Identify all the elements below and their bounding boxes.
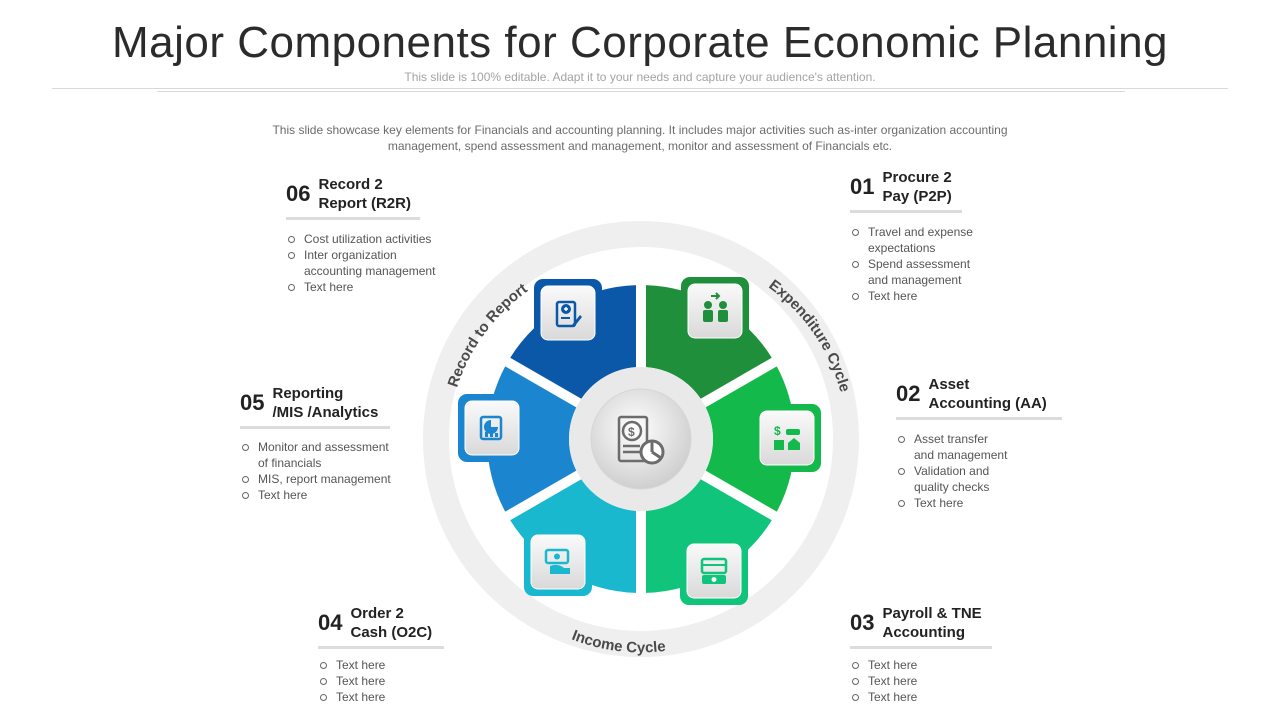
bullet-item: Text here — [850, 689, 992, 705]
component-title: Order 2 Cash (O2C) — [350, 605, 433, 641]
title-underline — [850, 210, 962, 213]
bullet-item: Text here — [850, 657, 992, 673]
segment-asset-accounting — [705, 366, 795, 512]
component-number: 04 — [318, 610, 343, 635]
dollar-document-pie-icon: $ — [617, 415, 665, 465]
component-bullets: Cost utilization activities Inter organi… — [286, 231, 435, 295]
money-car-house-icon: $ — [774, 424, 800, 450]
title-underline — [318, 646, 444, 649]
icon-tile-asset: $ — [753, 404, 821, 472]
description-line: This slide showcase key elements for Fin… — [272, 123, 1008, 137]
calendar-cash-icon — [700, 557, 728, 584]
bullet-item: Text here — [318, 689, 444, 705]
component-bullets: Text here Text here Text here — [850, 657, 992, 705]
hub-inner — [590, 388, 692, 490]
component-bullets: Text here Text here Text here — [318, 657, 444, 705]
component-number: 01 — [850, 174, 875, 199]
chart-report-icon — [479, 415, 503, 441]
clipboard-pen-icon — [555, 300, 582, 328]
bullet-item: Text here — [896, 495, 1062, 511]
component-block-r2r: 06 Record 2 Report (R2R) Cost utilizatio… — [286, 175, 435, 295]
icon-tiles: $ — [458, 277, 821, 605]
component-title: Record 2 Report (R2R) — [318, 176, 411, 212]
bullet-item: Text here — [850, 673, 992, 689]
icon-tile-r2r — [534, 279, 602, 347]
people-exchange-icon — [703, 292, 728, 322]
title-underline — [240, 426, 390, 429]
svg-text:$: $ — [774, 424, 781, 438]
hand-cash-icon — [544, 548, 570, 574]
component-title: Procure 2 Pay (P2P) — [882, 169, 952, 205]
component-block-p2p: 01 Procure 2 Pay (P2P) Travel and expens… — [850, 168, 973, 304]
component-number: 06 — [286, 181, 311, 206]
page-subtitle: This slide is 100% editable. Adapt it to… — [404, 70, 876, 84]
segment-payroll-tne — [645, 479, 772, 593]
component-title: Payroll & TNE Accounting — [882, 605, 982, 641]
icon-tile-p2p — [681, 277, 749, 345]
bullet-item: Text here — [318, 657, 444, 673]
bullet-item: MIS, report management — [240, 471, 391, 487]
title-underline — [286, 217, 420, 220]
component-number: 05 — [240, 390, 265, 415]
center-hub: $ — [569, 367, 713, 511]
bullet-item: Cost utilization activities — [286, 231, 435, 247]
component-title: Asset Accounting (AA) — [928, 376, 1047, 412]
title-underline — [896, 417, 1062, 420]
icon-tile-payroll — [680, 537, 748, 605]
component-block-o2c: 04 Order 2 Cash (O2C) Text here Text her… — [318, 604, 444, 705]
slide-description: This slide showcase key elements for Fin… — [225, 122, 1055, 154]
bullet-item: Text here — [850, 288, 973, 304]
outer-ring — [423, 221, 859, 657]
icon-tile-reporting — [458, 394, 526, 462]
header-divider — [52, 88, 1228, 89]
page-title: Major Components for Corporate Economic … — [111, 18, 1169, 67]
component-block-reporting: 05 Reporting /MIS /Analytics Monitor and… — [240, 384, 391, 503]
icon-tile-o2c — [524, 528, 592, 596]
bullet-item: Text here — [318, 673, 444, 689]
bullet-item: Text here — [240, 487, 391, 503]
description-line: management, spend assessment and managem… — [387, 139, 893, 153]
bullet-item: Text here — [286, 279, 435, 295]
header-divider-secondary — [157, 91, 1125, 92]
component-number: 03 — [850, 610, 875, 635]
component-number: 02 — [896, 381, 921, 406]
component-title: Reporting /MIS /Analytics — [272, 385, 379, 421]
svg-text:$: $ — [628, 425, 635, 439]
title-underline — [850, 646, 992, 649]
component-block-payroll: 03 Payroll & TNE Accounting Text here Te… — [850, 604, 992, 705]
